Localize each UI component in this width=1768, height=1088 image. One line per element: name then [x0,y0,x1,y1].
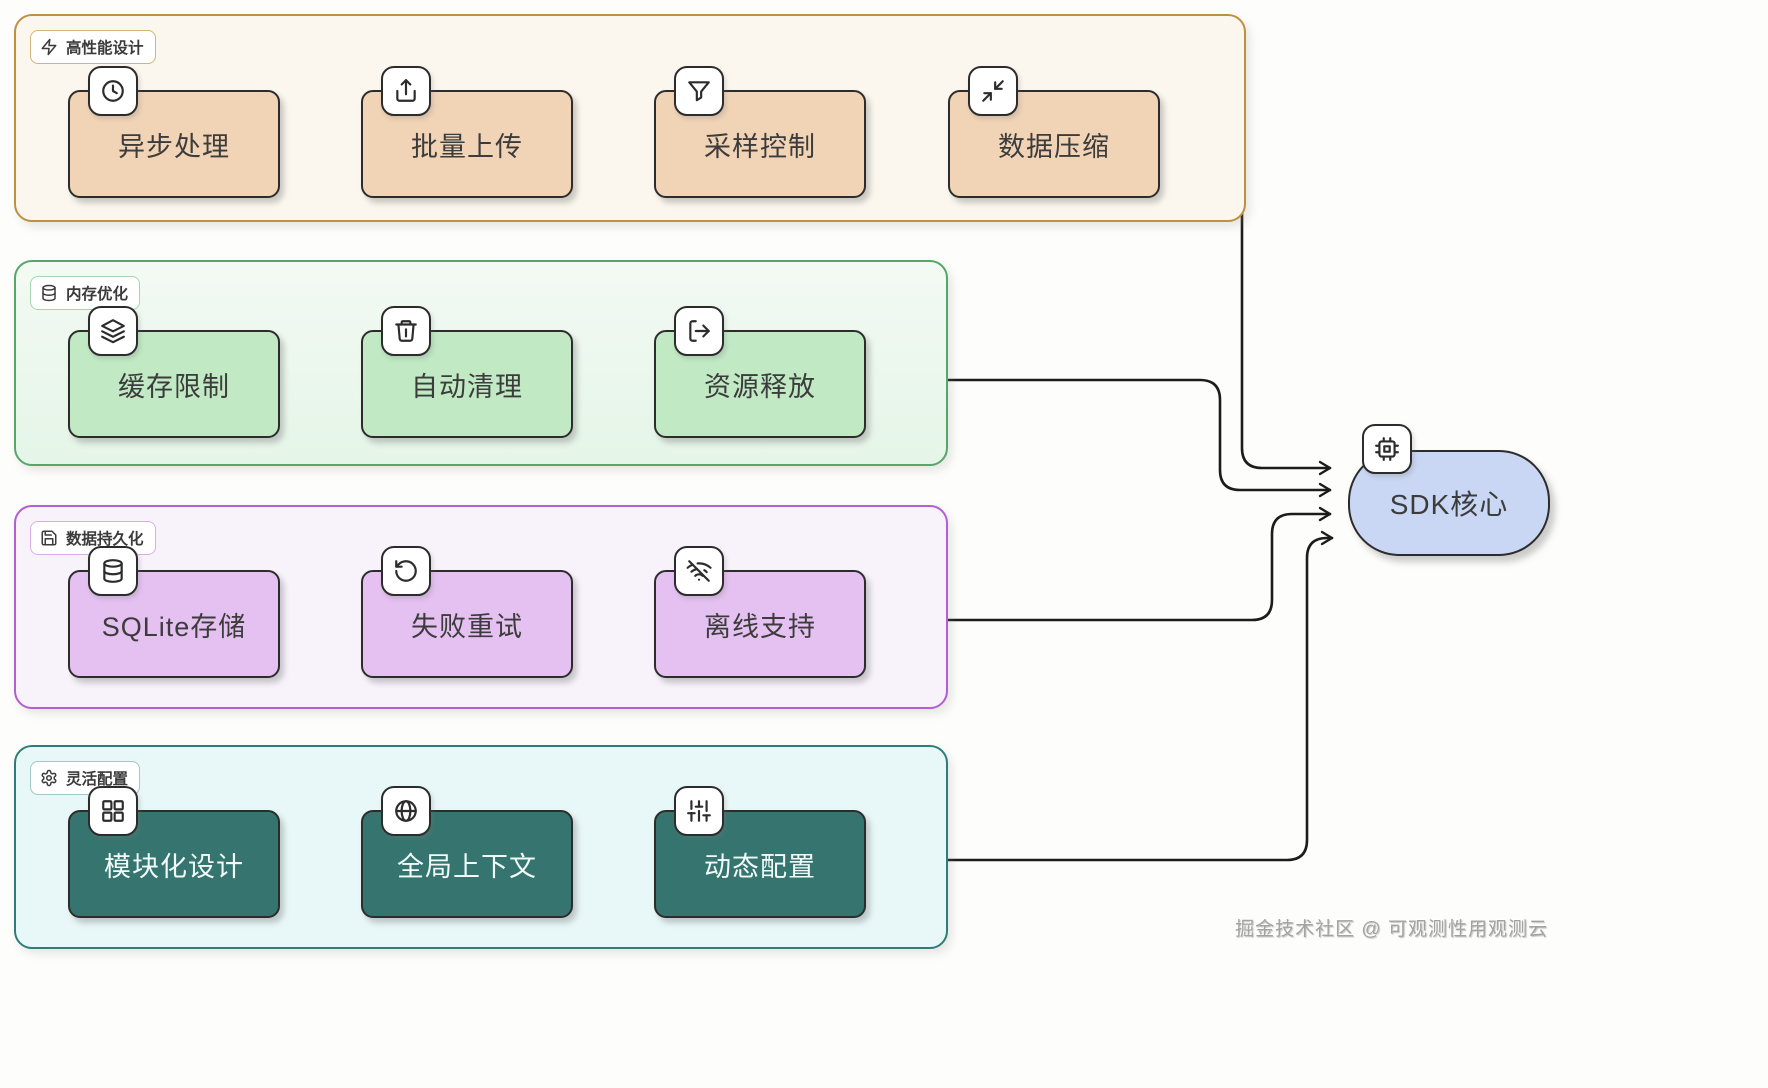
cpu-icon [1375,437,1399,461]
node-auto-cleanup: 自动清理 [361,306,573,438]
edge-offline-to-sdk-core [860,506,1332,622]
globe-icon [395,800,417,822]
node-badge [674,786,724,836]
group-memory-optimization: 内存优化 缓存限制 自动清理 资源释放 [14,260,948,466]
node-badge [674,546,724,596]
release-icon [689,320,710,342]
node-label: 动态配置 [704,851,816,882]
sliders-icon [687,800,711,822]
node-sampling-control: 采样控制 [654,66,866,198]
group-label-high-performance: 高性能设计 [30,30,156,64]
node-label: 数据压缩 [998,131,1110,162]
node-badge [381,306,431,356]
group-data-persistence: 数据持久化 SQLite存储 失败重试 离线支持 [14,505,948,709]
node-badge [88,306,138,356]
node-offline-support: 离线支持 [654,546,866,678]
group-label-text: 内存优化 [66,286,129,303]
node-label: 失败重试 [411,611,523,642]
group-label-text: 灵活配置 [66,771,129,788]
node-label: 批量上传 [411,131,523,162]
node-badge [88,546,138,596]
node-global-context: 全局上下文 [361,786,573,918]
node-sqlite-storage: SQLite存储 [68,546,280,678]
wifi-off-icon [686,560,712,582]
group-label-text: 数据持久化 [66,531,144,548]
node-label: 资源释放 [704,371,816,402]
node-label: 缓存限制 [118,371,230,402]
node-label: 异步处理 [118,131,230,162]
node-badge [381,546,431,596]
retry-icon [395,560,417,582]
compress-icon [982,80,1004,102]
node-label: 离线支持 [704,611,816,642]
clock-icon [102,80,124,102]
node-badge [381,66,431,116]
node-sdk-core: SDK核心 [1348,424,1550,556]
node-failure-retry: 失败重试 [361,546,573,678]
trash-icon [395,320,417,342]
node-badge [674,306,724,356]
edge-release-to-sdk-core [860,378,1332,498]
node-badge [381,786,431,836]
node-label: 全局上下文 [397,851,537,882]
node-label: 自动清理 [411,371,523,402]
node-label: 模块化设计 [104,851,244,882]
node-async-processing: 异步处理 [68,66,280,198]
node-badge [88,66,138,116]
group-label-text: 高性能设计 [66,40,144,57]
layers-icon [101,319,125,344]
node-modular-design: 模块化设计 [68,786,280,918]
save-icon [41,530,57,546]
database-icon [103,559,123,583]
funnel-icon [688,81,710,102]
group-high-performance: 高性能设计 异步处理 批量上传 采样控制 数据压缩 [14,14,1246,222]
node-badge [1362,424,1412,474]
node-batch-upload: 批量上传 [361,66,573,198]
edge-dynamic-to-sdk-core [860,530,1334,862]
node-data-compression: 数据压缩 [948,66,1160,198]
database-icon [42,284,56,302]
gear-icon [41,769,57,787]
group-label-memory-optimization: 内存优化 [30,276,141,310]
watermark-text: 掘金技术社区 @ 可观测性用观测云 [1235,919,1548,940]
node-resource-release: 资源释放 [654,306,866,438]
node-badge [674,66,724,116]
node-label: SDK核心 [1389,489,1509,520]
node-cache-limit: 缓存限制 [68,306,280,438]
group-flexible-configuration: 灵活配置 模块化设计 全局上下文 动态配置 [14,745,948,949]
node-badge [88,786,138,836]
grid-icon [102,800,124,822]
node-label: SQLite存储 [101,611,247,642]
node-label: 采样控制 [704,131,816,162]
node-dynamic-configuration: 动态配置 [654,786,866,918]
upload-icon [396,79,416,102]
zap-icon [41,38,57,56]
node-badge [968,66,1018,116]
